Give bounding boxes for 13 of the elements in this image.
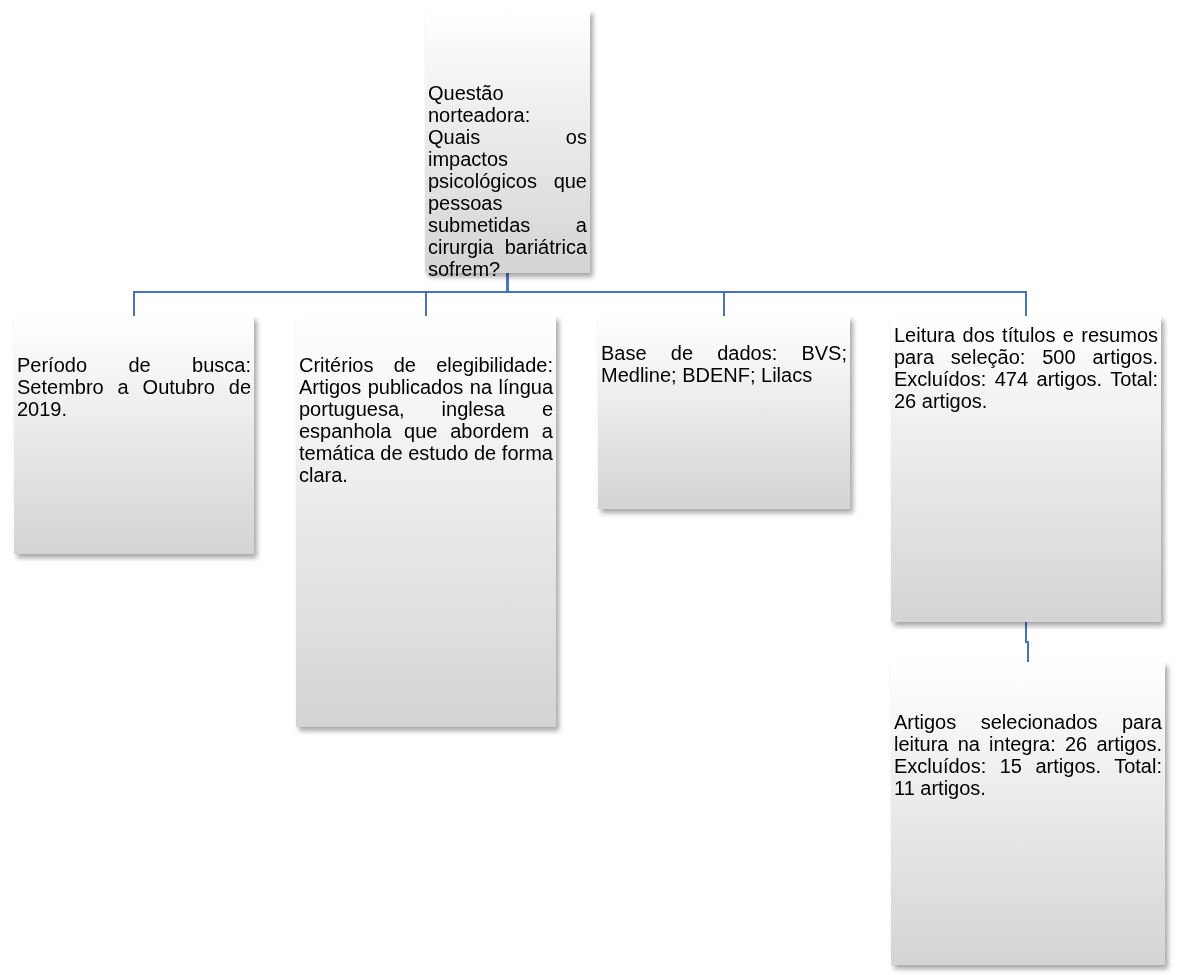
process-box	[891, 662, 1165, 965]
connector-line	[506, 272, 1027, 317]
box-text: Leitura dos títulos e resumos para seleção: 500 artigos. Excluídos: 474 artigos. Total: 26 artigos.	[894, 324, 1158, 412]
process-box	[891, 316, 1161, 622]
process-box	[598, 316, 850, 509]
box-text: Período de busca: Setembro a Outubro de 2019.	[17, 354, 251, 420]
box-text: Critérios de elegibilidade: Artigos publicados na língua portuguesa, inglesa e espanhola que abordem a temática de estudo de forma clara.	[299, 354, 553, 486]
box-text: Base de dados: BVS; Medline; BDENF; Lilacs	[601, 342, 847, 386]
connector-line	[1025, 621, 1029, 663]
process-box	[14, 316, 254, 554]
box-text: Questão norteadora: Quais os impactos psicológicos que pessoas submetidas a cirurgia bariátrica sofrem?	[428, 82, 587, 280]
process-box	[296, 316, 556, 727]
box-text: Artigos selecionados para leitura na integra: 26 artigos. Excluídos: 15 artigos. Total: 11 artigos.	[894, 711, 1162, 799]
